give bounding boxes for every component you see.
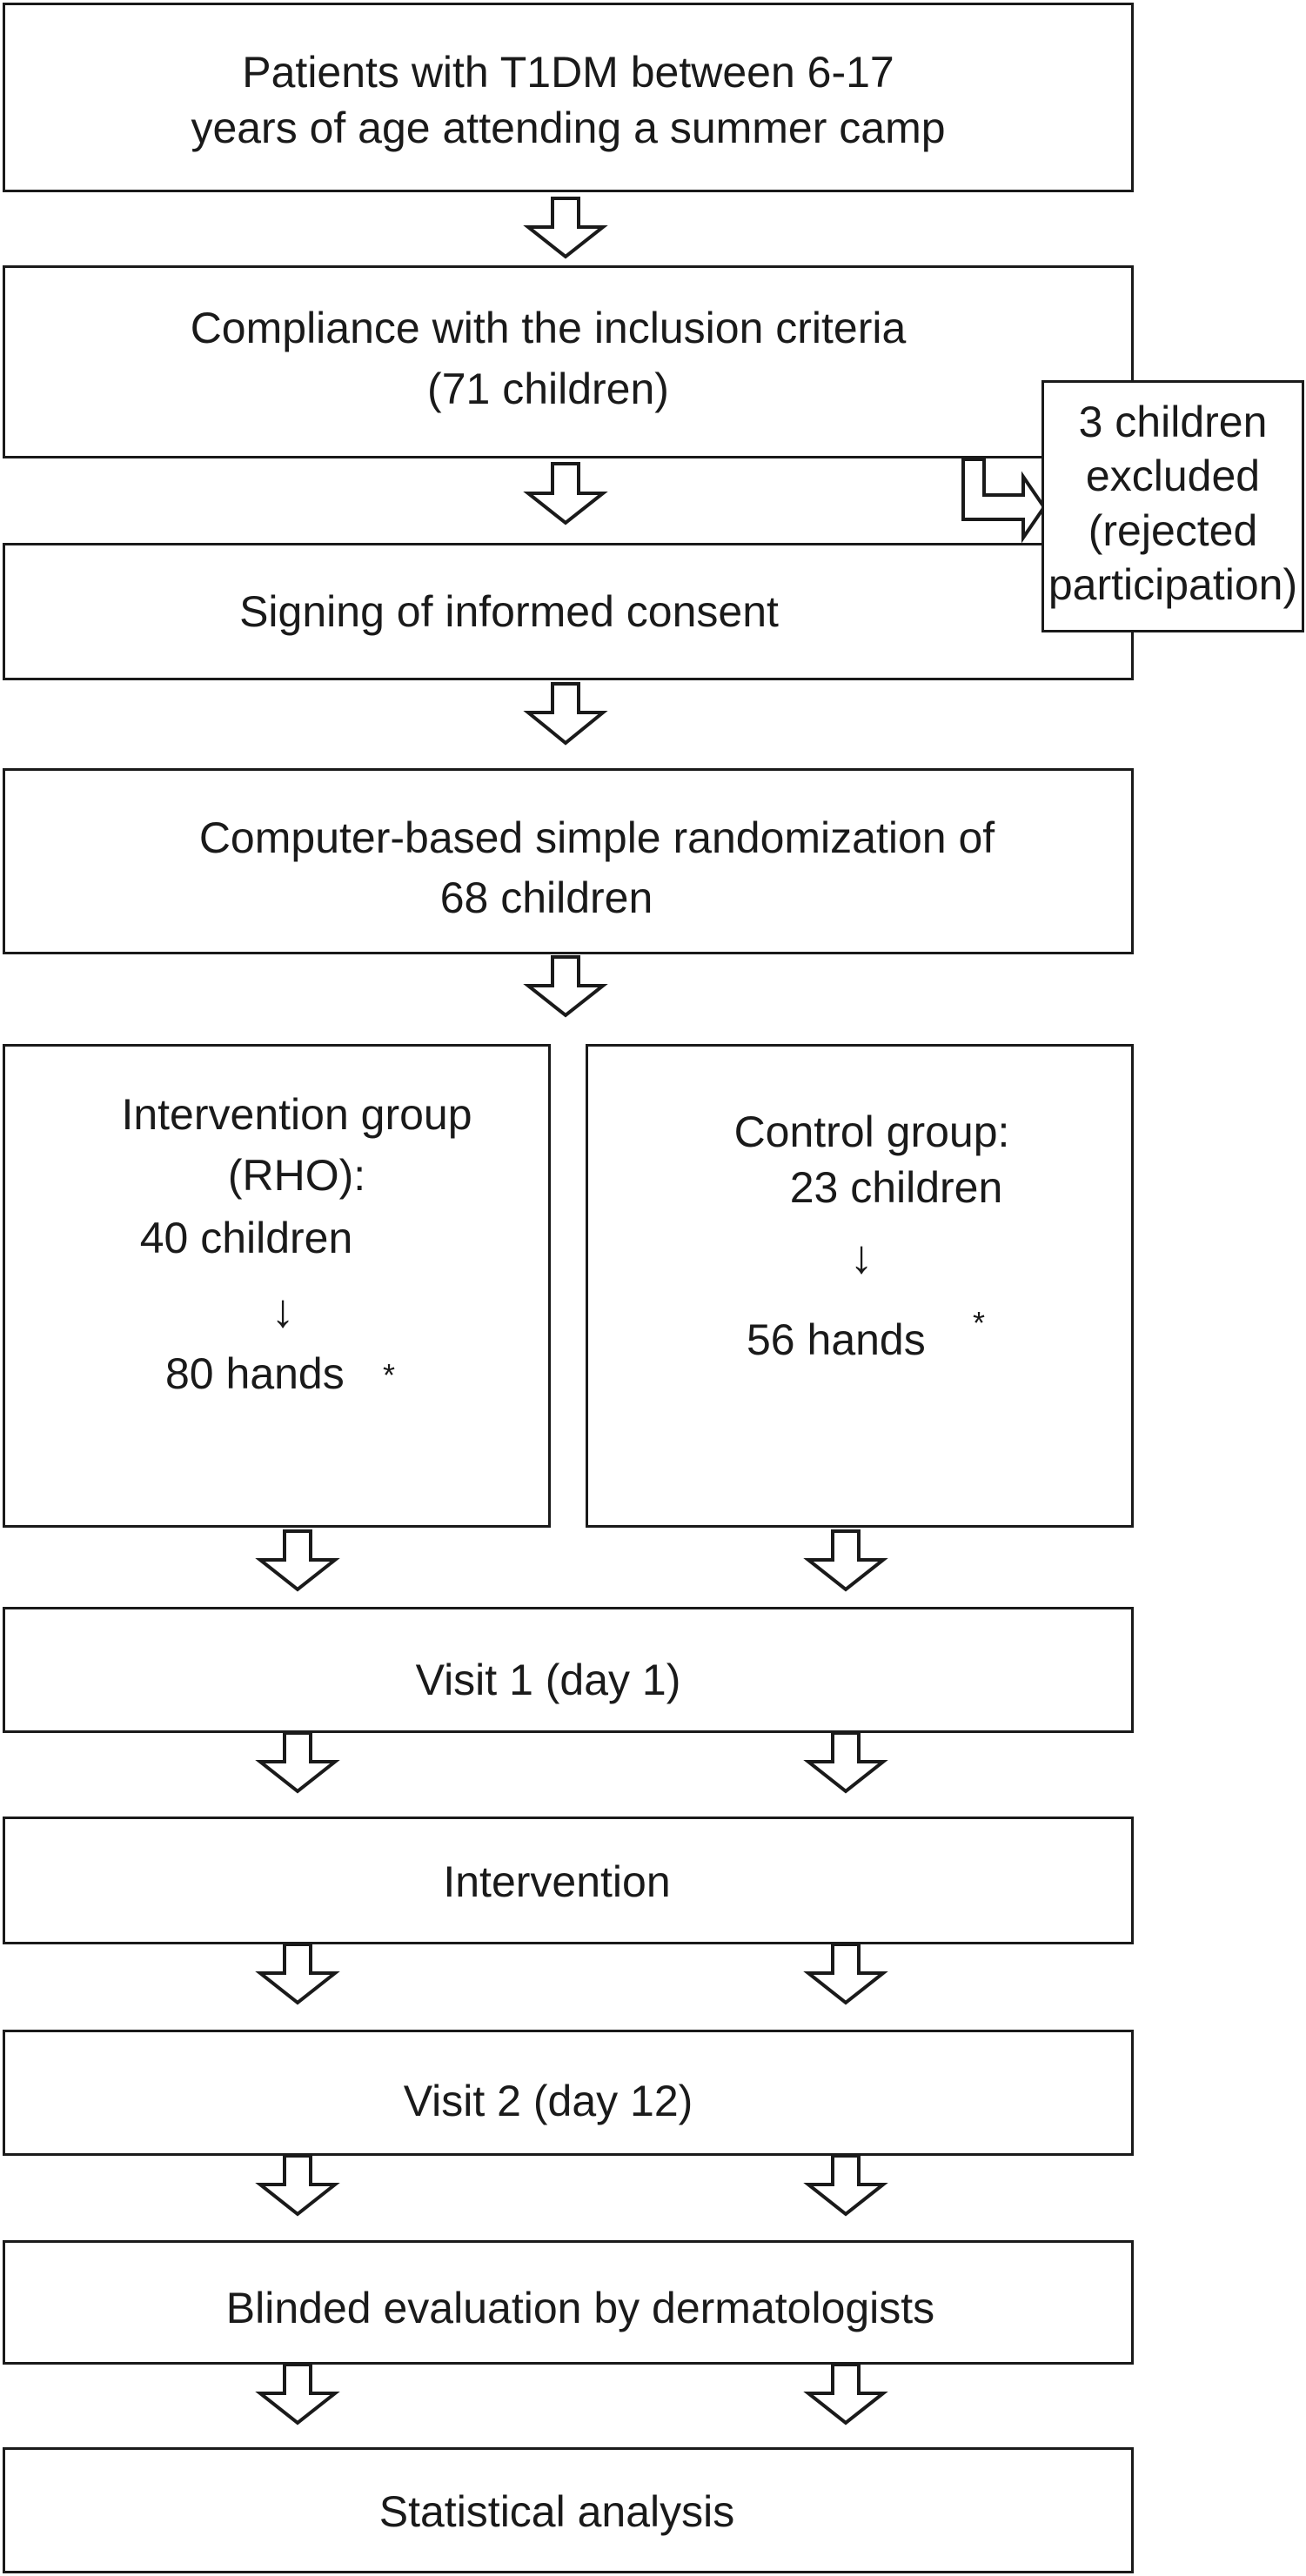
excluded-line1: 3 children — [1078, 398, 1268, 446]
control-group-arrow: ↓ — [849, 1231, 874, 1283]
intervention-group-line3: 40 children — [139, 1214, 353, 1262]
intervention-group-line1: Intervention group — [121, 1090, 472, 1139]
arrow-exclusion — [961, 458, 1047, 544]
box-compliance — [3, 265, 1134, 458]
arrow-intervention-to-visit2-right — [803, 1943, 888, 2005]
analysis-text: Statistical analysis — [378, 2487, 735, 2536]
box-analysis — [3, 2447, 1134, 2573]
box-intervention — [3, 1817, 1134, 1944]
arrow-visit1-to-intervention-right — [803, 1731, 888, 1794]
excluded-line3: (rejected — [1088, 506, 1258, 555]
control-group-line2: 23 children — [789, 1163, 1003, 1212]
box-visit2 — [3, 2030, 1134, 2156]
control-group-line1: Control group: — [733, 1107, 1010, 1156]
intervention-group-asterisk: * — [383, 1357, 396, 1393]
arrow-randomization-to-groups — [523, 955, 608, 1018]
excluded-line4: participation) — [1048, 560, 1298, 609]
visit2-text: Visit 2 (day 12) — [403, 2077, 693, 2125]
arrow-control-group-to-visit1 — [803, 1529, 888, 1592]
compliance-line2: (71 children) — [427, 365, 669, 413]
arrow-evaluation-to-analysis-right — [803, 2363, 888, 2425]
control-group-asterisk: * — [973, 1305, 986, 1341]
box-visit1 — [3, 1607, 1134, 1733]
box-control-group — [586, 1044, 1134, 1528]
control-group-line3: 56 hands — [747, 1315, 926, 1364]
arrow-intervention-group-to-visit1 — [255, 1529, 340, 1592]
patients-line1: Patients with T1DM between 6-17 — [242, 48, 894, 97]
box-evaluation — [3, 2240, 1134, 2365]
intervention-text: Intervention — [443, 1857, 671, 1906]
randomization-line2: 68 children — [439, 873, 653, 922]
intervention-group-arrow: ↓ — [271, 1285, 295, 1337]
box-intervention-group — [3, 1044, 551, 1528]
box-randomization — [3, 768, 1134, 954]
arrow-intervention-to-visit2-left — [255, 1943, 340, 2005]
evaluation-text: Blinded evaluation by dermatologists — [225, 2284, 935, 2332]
arrow-evaluation-to-analysis-left — [255, 2363, 340, 2425]
arrow-visit2-to-evaluation-right — [803, 2154, 888, 2217]
box-consent — [3, 543, 1134, 680]
intervention-group-line2: (RHO): — [227, 1151, 366, 1200]
visit1-text: Visit 1 (day 1) — [415, 1656, 681, 1704]
arrow-visit1-to-intervention-left — [255, 1731, 340, 1794]
intervention-group-line4: 80 hands — [165, 1349, 345, 1398]
arrow-visit2-to-evaluation-left — [255, 2154, 340, 2217]
box-excluded — [1041, 380, 1304, 632]
arrow-compliance-to-consent — [523, 462, 608, 525]
arrow-consent-to-randomization — [523, 682, 608, 746]
randomization-line1: Computer-based simple randomization of — [198, 813, 995, 862]
consent-text: Signing of informed consent — [239, 587, 779, 636]
excluded-line2: excluded — [1085, 452, 1261, 500]
box-patients — [3, 3, 1134, 192]
arrow-patients-to-compliance — [523, 197, 608, 259]
compliance-line1: Compliance with the inclusion criteria — [190, 304, 907, 352]
patients-line2: years of age attending a summer camp — [191, 104, 946, 152]
